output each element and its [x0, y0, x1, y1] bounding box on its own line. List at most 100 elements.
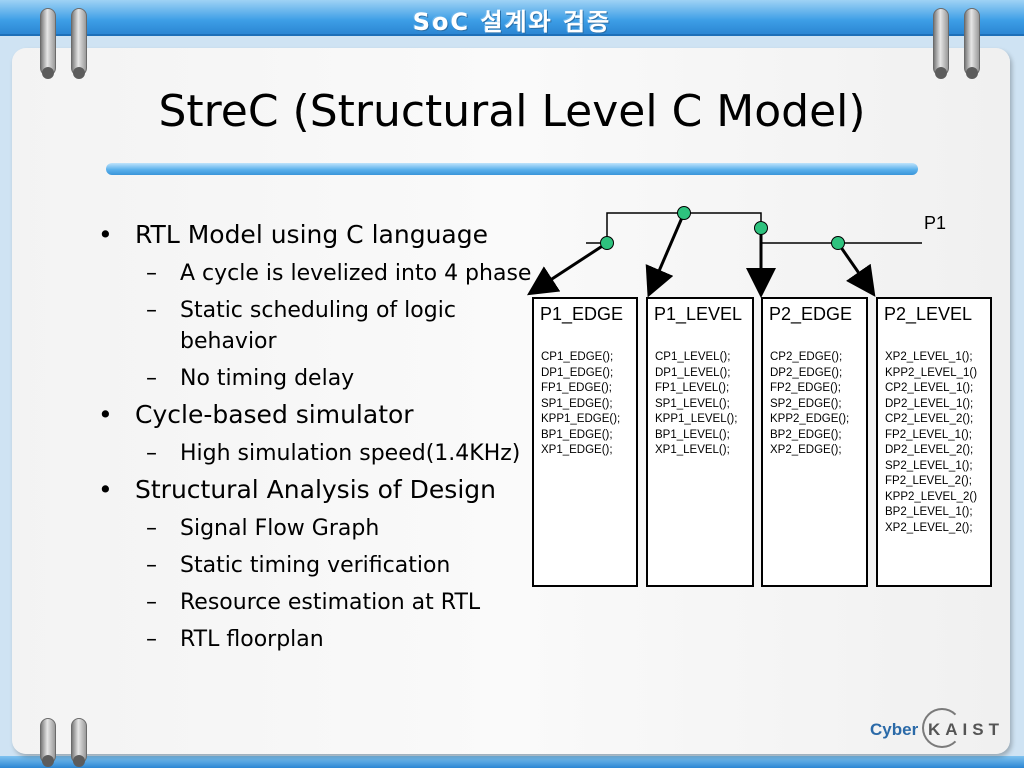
- phase-function-item: KPP2_LEVEL_1(): [885, 366, 978, 379]
- sub-bullet-item: –High simulation speed(1.4KHz): [98, 438, 538, 469]
- dash-icon: –: [146, 366, 157, 391]
- phase-function-item: KPP1_EDGE();: [541, 413, 621, 425]
- bullet-item: • Structural Analysis of Design: [98, 475, 538, 505]
- phase-function-item: SP1_LEVEL();: [655, 397, 730, 410]
- cyber-kaist-logo: Cyber KAIST: [870, 708, 1010, 748]
- phase-function-item: XP2_LEVEL_1();: [885, 351, 973, 363]
- dash-icon: –: [146, 553, 157, 578]
- arrow-p1-level: [645, 212, 686, 298]
- dash-icon: –: [146, 261, 157, 286]
- phase-function-item: CP2_LEVEL_1();: [885, 382, 974, 394]
- phase-function-item: XP2_LEVEL_2();: [885, 521, 973, 534]
- sub-bullet-text: RTL floorplan: [180, 627, 324, 652]
- binder-ring-icon: [71, 8, 87, 79]
- phase-function-item: KPP1_LEVEL();: [655, 413, 738, 425]
- sub-bullet-item: –A cycle is levelized into 4 phase: [98, 258, 538, 289]
- bullet-dot-icon: •: [98, 220, 113, 249]
- sub-bullet-text: A cycle is levelized into 4 phase: [180, 261, 532, 286]
- phase-function-item: DP2_LEVEL_2();: [885, 444, 974, 456]
- binder-ring-icon: [40, 718, 56, 767]
- dash-icon: –: [146, 516, 157, 541]
- phase-function-item: DP1_EDGE();: [541, 366, 614, 379]
- phase-function-list: XP2_LEVEL_1(); KPP2_LEVEL_1() CP2_LEVEL_1(…: [885, 350, 977, 536]
- sub-bullet-text: Static timing verification: [180, 553, 451, 578]
- header-banner: SoC 설계와 검증: [0, 0, 1024, 36]
- sub-bullet-item: –Resource estimation at RTL: [98, 587, 538, 618]
- phase-node-icon: [600, 236, 614, 250]
- dash-icon: –: [146, 590, 157, 615]
- sub-bullet-item: –RTL floorplan: [98, 624, 538, 655]
- phase-function-item: FP2_LEVEL_2();: [885, 475, 972, 487]
- phase-box-title: P2_EDGE: [769, 304, 853, 324]
- phase-function-item: FP1_LEVEL();: [655, 382, 730, 394]
- bullet-text: Cycle-based simulator: [135, 400, 414, 429]
- bullet-item: • Cycle-based simulator: [98, 400, 538, 430]
- binder-ring-icon: [933, 8, 949, 79]
- binder-ring-icon: [964, 8, 980, 79]
- phase-function-list: CP1_EDGE(); DP1_EDGE(); FP1_EDGE(); SP1_EDG…: [541, 350, 620, 459]
- dash-icon: –: [146, 627, 157, 652]
- slide-title: StreC (Structural Level C Model): [158, 86, 866, 137]
- sub-bullet-text: Resource estimation at RTL: [180, 590, 481, 615]
- phase-function-item: SP2_EDGE();: [770, 397, 842, 410]
- phase-box-title: P1_LEVEL: [654, 304, 743, 324]
- sub-bullet-item: –Static timing verification: [98, 550, 538, 581]
- phase-box-title: P1_EDGE: [540, 304, 624, 324]
- phase-box-p2-level: P2_LEVEL XP2_LEVEL_1();KPP2_LEVEL_1()CP2…: [876, 297, 992, 587]
- phase-function-list: CP1_LEVEL(); DP1_LEVEL(); FP1_LEVEL(); SP1_…: [655, 350, 737, 459]
- bullet-text: Structural Analysis of Design: [135, 475, 496, 504]
- dash-icon: –: [146, 441, 157, 466]
- arrow-p2-level: [836, 242, 876, 297]
- phase-node-icon: [677, 206, 691, 220]
- bullet-text: RTL Model using C language: [135, 220, 488, 249]
- phase-function-item: SP1_EDGE();: [541, 397, 613, 410]
- sub-bullet-text: Static scheduling of logic behavior: [180, 298, 456, 354]
- phase-function-item: KPP2_LEVEL_2(): [885, 490, 978, 503]
- dash-icon: –: [146, 298, 157, 323]
- sub-bullet-item: –Static scheduling of logic behavior: [98, 295, 538, 357]
- arrow-p1-edge: [526, 241, 608, 296]
- phase-function-item: CP2_EDGE();: [770, 351, 843, 363]
- phase-function-item: CP2_LEVEL_2();: [885, 413, 974, 425]
- sub-bullet-item: –Signal Flow Graph: [98, 513, 538, 544]
- bullet-item: • RTL Model using C language: [98, 220, 538, 250]
- phase-function-item: BP1_LEVEL();: [655, 428, 730, 441]
- sub-bullet-text: Signal Flow Graph: [180, 516, 380, 541]
- phase-node-icon: [754, 221, 768, 235]
- phase-function-item: BP1_EDGE();: [541, 428, 613, 441]
- logo-kaist-text: KAIST: [928, 720, 1004, 739]
- phase-function-item: FP1_EDGE();: [541, 382, 612, 394]
- phase-function-item: DP2_EDGE();: [770, 366, 843, 379]
- phase-function-item: BP2_LEVEL_1();: [885, 506, 973, 518]
- phase-function-item: KPP2_EDGE();: [770, 413, 850, 425]
- phase-function-item: SP2_LEVEL_1();: [885, 459, 973, 472]
- phase-function-item: XP1_LEVEL();: [655, 444, 730, 456]
- bullet-dot-icon: •: [98, 475, 113, 504]
- bullet-dot-icon: •: [98, 400, 113, 429]
- logo-cyber-text: Cyber: [870, 720, 919, 739]
- phase-function-item: FP2_LEVEL_1();: [885, 428, 972, 441]
- signal-label: P1: [924, 213, 947, 233]
- phase-function-item: XP1_EDGE();: [541, 444, 613, 456]
- phase-node-icon: [831, 236, 845, 250]
- phase-function-item: DP2_LEVEL_1();: [885, 397, 974, 410]
- header-title: SoC 설계와 검증: [412, 8, 612, 36]
- phase-box-p2-edge: P2_EDGE CP2_EDGE(); DP2_EDGE(); FP2_EDGE()…: [761, 297, 868, 587]
- logo-arc-icon: [922, 708, 962, 748]
- phase-function-item: FP2_EDGE();: [770, 382, 841, 394]
- sub-bullet-item: –No timing delay: [98, 363, 538, 394]
- binder-ring-icon: [71, 718, 87, 767]
- phase-box-p1-edge: P1_EDGE CP1_EDGE(); DP1_EDGE(); FP1_EDGE()…: [532, 297, 638, 587]
- sub-bullet-text: No timing delay: [180, 366, 355, 391]
- phase-function-item: BP2_EDGE();: [770, 428, 842, 441]
- phase-function-item: CP1_LEVEL();: [655, 351, 731, 363]
- phase-function-item: XP2_EDGE();: [770, 444, 842, 456]
- sub-bullet-text: High simulation speed(1.4KHz): [180, 441, 521, 466]
- phase-box-p1-level: P1_LEVEL CP1_LEVEL(); DP1_LEVEL(); FP1_LEV…: [646, 297, 754, 587]
- title-underline-bar: [106, 163, 918, 175]
- phase-function-list: CP2_EDGE(); DP2_EDGE(); FP2_EDGE(); SP2_EDG…: [770, 350, 849, 459]
- footer-banner: [0, 756, 1024, 768]
- phase-function-item: CP1_EDGE();: [541, 351, 614, 363]
- phase-function-item: DP1_LEVEL();: [655, 366, 731, 379]
